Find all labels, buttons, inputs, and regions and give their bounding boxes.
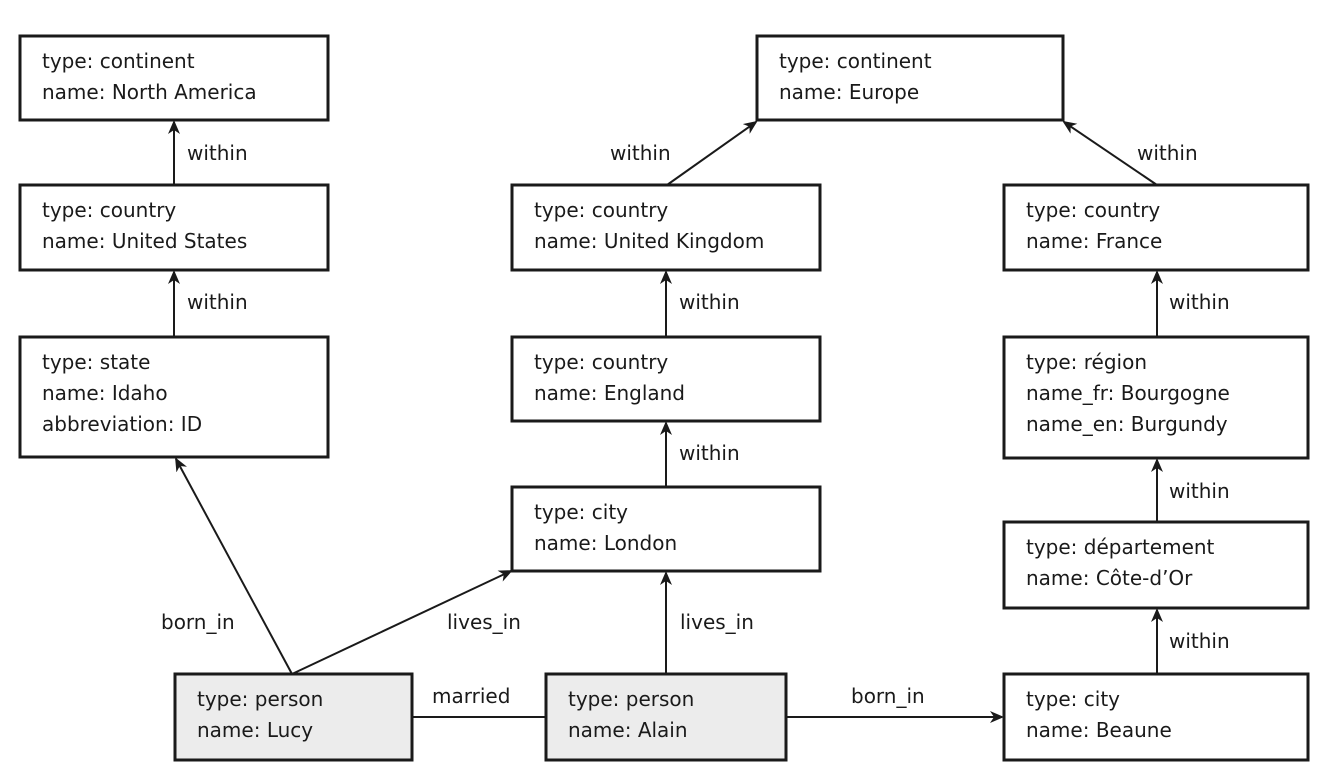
edge-married-lucy-to-alain: married — [412, 684, 546, 718]
node-text-line: name: Europe — [779, 80, 919, 104]
node-text-line: name: Côte-d’Or — [1026, 566, 1193, 590]
node-europe: type: continent name: Europe — [755, 34, 1065, 122]
node-text-line: type: city — [1026, 687, 1120, 711]
edge-label: lives_in — [447, 610, 521, 634]
node-text-line: type: région — [1026, 350, 1147, 374]
node-france: type: country name: France — [1002, 183, 1310, 272]
node-alain: type: person name: Alain — [544, 672, 788, 762]
edge-within-united-kingdom-to-europe: within — [610, 120, 758, 186]
node-box — [18, 34, 330, 122]
node-text-line: type: continent — [779, 49, 932, 73]
node-idaho: type: state name: Idaho abbreviation: ID — [18, 335, 330, 459]
node-text-line: type: city — [534, 500, 628, 524]
edge-within-france-to-europe: within — [1062, 120, 1198, 186]
edge-line — [1062, 120, 1158, 186]
edges-layer: within within within within within within with… — [161, 120, 1230, 723]
edge-line — [175, 457, 293, 675]
node-text-line: name: Beaune — [1026, 718, 1172, 742]
edge-label: within — [679, 441, 740, 465]
node-box — [1002, 183, 1310, 272]
node-text-line: name: London — [534, 531, 677, 555]
node-text-line: name_fr: Bourgogne — [1026, 381, 1230, 405]
node-beaune: type: city name: Beaune — [1002, 672, 1310, 762]
node-text-line: type: continent — [42, 49, 195, 73]
node-box — [510, 335, 822, 423]
node-box — [510, 183, 822, 272]
node-box — [1002, 335, 1310, 460]
node-box — [1002, 672, 1310, 762]
node-text-line: name: Idaho — [42, 381, 168, 405]
node-text-line: type: country — [42, 198, 176, 222]
edge-label: within — [187, 141, 248, 165]
edge-within-england-to-united-kingdom: within — [660, 270, 740, 337]
node-united-kingdom: type: country name: United Kingdom — [510, 183, 822, 272]
edge-label: within — [679, 290, 740, 314]
node-london: type: city name: London — [510, 485, 822, 573]
node-text-line: type: country — [534, 350, 668, 374]
edge-within-bourgogne-to-france: within — [1151, 270, 1230, 337]
node-box — [18, 335, 330, 459]
node-text-line: name: France — [1026, 229, 1162, 253]
edge-line — [666, 120, 758, 186]
edge-label: married — [432, 684, 510, 708]
edge-label: born_in — [161, 610, 235, 634]
edge-label: within — [610, 141, 671, 165]
edge-label: born_in — [851, 684, 925, 708]
node-united-states: type: country name: United States — [18, 183, 330, 272]
node-text-line: name: Alain — [568, 718, 688, 742]
node-lucy: type: person name: Lucy — [173, 672, 414, 762]
node-box — [544, 672, 788, 762]
node-box — [510, 485, 822, 573]
edge-label: within — [1137, 141, 1198, 165]
edge-within-united-states-to-north-america: within — [168, 120, 248, 185]
node-box — [18, 183, 330, 272]
node-text-line: type: country — [534, 198, 668, 222]
edge-born-in-lucy-to-idaho: born_in — [161, 457, 293, 675]
edge-label: lives_in — [680, 610, 754, 634]
edge-label: within — [1169, 629, 1230, 653]
node-text-line: name: United Kingdom — [534, 229, 764, 253]
node-text-line: type: person — [568, 687, 694, 711]
node-box — [755, 34, 1065, 122]
edge-within-london-to-england: within — [660, 421, 740, 487]
node-text-line: name: Lucy — [197, 718, 313, 742]
node-text-line: type: country — [1026, 198, 1160, 222]
edge-born-in-alain-to-beaune: born_in — [786, 684, 1004, 723]
node-text-line: type: state — [42, 350, 150, 374]
node-cote-dor: type: département name: Côte-d’Or — [1002, 520, 1310, 610]
node-text-line: type: person — [197, 687, 323, 711]
edge-label: within — [1169, 290, 1230, 314]
edge-lives-in-alain-to-london: lives_in — [660, 571, 754, 674]
edge-within-beaune-to-cote-dor: within — [1151, 608, 1230, 674]
edge-within-idaho-to-united-states: within — [168, 270, 248, 337]
edge-label: within — [1169, 479, 1230, 503]
edge-line — [291, 570, 513, 675]
node-north-america: type: continent name: North America — [18, 34, 330, 122]
edge-label: within — [187, 290, 248, 314]
node-text-line: name: United States — [42, 229, 247, 253]
node-text-line: abbreviation: ID — [42, 412, 202, 436]
node-box — [173, 672, 414, 762]
node-box — [1002, 520, 1310, 610]
node-text-line: name_en: Burgundy — [1026, 412, 1228, 436]
node-text-line: name: North America — [42, 80, 257, 104]
edge-lives-in-lucy-to-london: lives_in — [291, 570, 521, 675]
node-text-line: type: département — [1026, 535, 1215, 559]
edge-within-cote-dor-to-bourgogne: within — [1151, 458, 1230, 522]
node-bourgogne: type: région name_fr: Bourgogne name_en: B… — [1002, 335, 1310, 460]
node-text-line: name: England — [534, 381, 685, 405]
node-england: type: country name: England — [510, 335, 822, 423]
